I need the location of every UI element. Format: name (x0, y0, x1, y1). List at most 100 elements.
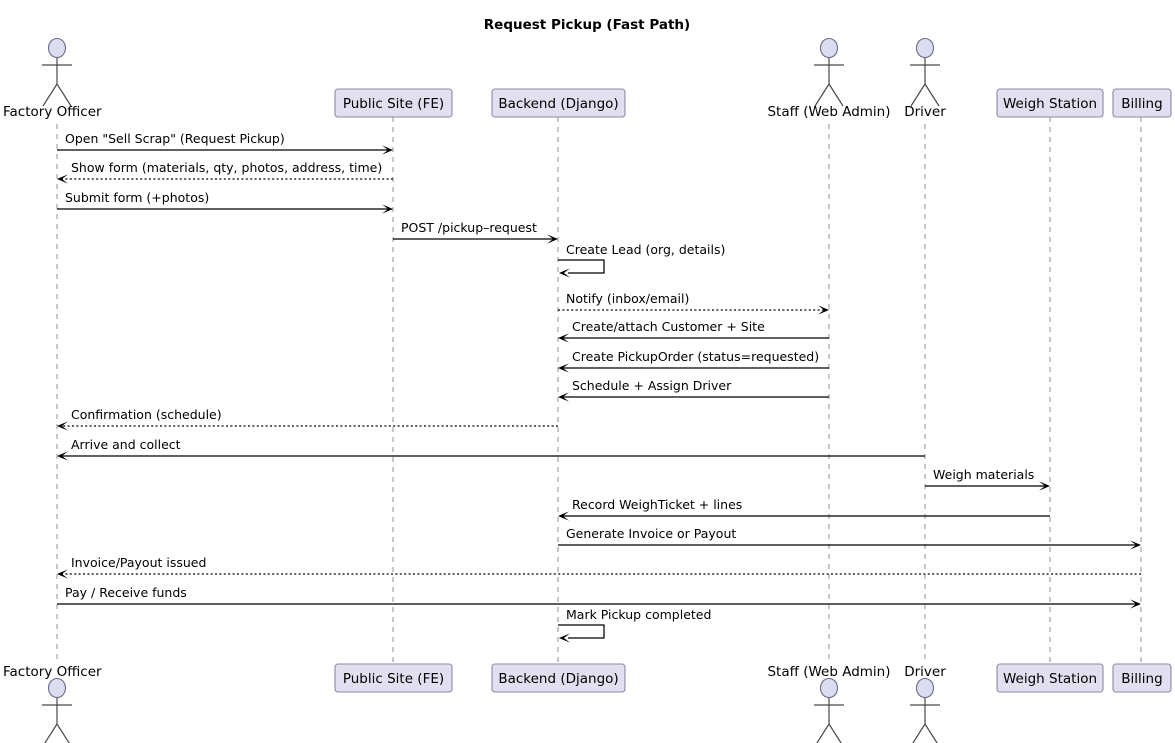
message-label: Show form (materials, qty, photos, addre… (71, 160, 382, 175)
diagram-title: Request Pickup (Fast Path) (484, 17, 690, 33)
arrowhead-icon (57, 451, 68, 461)
message-label: Weigh materials (933, 467, 1034, 482)
participant-label: Factory Officer (3, 104, 102, 120)
message-12[interactable]: Weigh materials (925, 467, 1050, 491)
arrowhead-icon (559, 633, 570, 643)
participant-box[interactable] (996, 663, 1104, 693)
participant-weigh-bottom[interactable]: Weigh Station (996, 663, 1104, 693)
message-11[interactable]: Arrive and collect (57, 437, 925, 461)
participant-label: Billing (1121, 671, 1162, 687)
message-label: Mark Pickup completed (566, 607, 711, 622)
message-label: Pay / Receive funds (65, 585, 187, 600)
message-label: Notify (inbox/email) (566, 291, 689, 306)
message-14[interactable]: Generate Invoice or Payout (558, 526, 1141, 550)
participant-driver-bottom[interactable]: Driver (904, 664, 946, 743)
participant-fe-bottom[interactable]: Public Site (FE) (334, 663, 453, 693)
participant-backend-bottom[interactable]: Backend (Django) (491, 663, 626, 693)
message-17[interactable]: Mark Pickup completed (558, 607, 711, 643)
arrowhead-icon (1130, 540, 1141, 550)
message-16[interactable]: Pay / Receive funds (57, 585, 1141, 609)
actor-leg-left (44, 723, 58, 743)
message-label: Create/attach Customer + Site (572, 319, 765, 334)
message-4[interactable]: POST /pickup–request (393, 220, 558, 244)
participant-label: Weigh Station (1003, 671, 1097, 687)
actor-leg-right (828, 83, 844, 107)
actor-leg-right (56, 723, 70, 743)
message-13[interactable]: Record WeighTicket + lines (558, 497, 1050, 521)
arrowhead-icon (558, 511, 569, 521)
message-1[interactable]: Open "Sell Scrap" (Request Pickup) (57, 131, 393, 155)
actor-leg-left (42, 83, 58, 107)
participant-driver-top[interactable]: Driver (904, 37, 946, 121)
actor-leg-left (910, 83, 926, 107)
actor-leg-left (814, 83, 830, 107)
arrowhead-icon (818, 305, 829, 315)
message-label: Create PickupOrder (status=requested) (572, 349, 819, 364)
actor-leg-left (912, 723, 926, 743)
message-10[interactable]: Confirmation (schedule) (57, 407, 558, 431)
message-15[interactable]: Invoice/Payout issued (57, 555, 1141, 579)
arrowhead-icon (382, 204, 393, 214)
participant-label: Staff (Web Admin) (767, 664, 890, 680)
actor-leg-right (56, 83, 72, 107)
message-8[interactable]: Create PickupOrder (status=requested) (558, 349, 829, 373)
participant-backend-top[interactable]: Backend (Django) (491, 88, 626, 118)
message-2[interactable]: Show form (materials, qty, photos, addre… (57, 160, 393, 184)
message-6[interactable]: Notify (inbox/email) (558, 291, 829, 315)
actor-leg-left (816, 723, 830, 743)
message-self-loop (558, 624, 605, 639)
participant-billing-top[interactable]: Billing (1112, 88, 1172, 118)
participant-box[interactable] (334, 663, 453, 693)
message-9[interactable]: Schedule + Assign Driver (558, 378, 829, 402)
arrowhead-icon (558, 363, 569, 373)
actor-leg-right (924, 83, 940, 107)
message-label: Create Lead (org, details) (566, 242, 725, 257)
participant-box[interactable] (334, 88, 453, 118)
actor-head-icon (47, 677, 67, 699)
participant-label: Public Site (FE) (343, 671, 444, 687)
participant-weigh-top[interactable]: Weigh Station (996, 88, 1104, 118)
participant-officer-top[interactable]: Factory Officer (3, 37, 102, 121)
participant-box[interactable] (1112, 88, 1172, 118)
arrowhead-icon (547, 234, 558, 244)
participant-label: Driver (904, 104, 946, 120)
arrowhead-icon (57, 174, 68, 184)
message-label: Invoice/Payout issued (71, 555, 206, 570)
message-5[interactable]: Create Lead (org, details) (558, 242, 725, 278)
participant-billing-bottom[interactable]: Billing (1112, 663, 1172, 693)
participant-label: Billing (1121, 96, 1162, 112)
participant-staff-top[interactable]: Staff (Web Admin) (767, 37, 891, 121)
participant-label: Backend (Django) (498, 671, 618, 687)
message-3[interactable]: Submit form (+photos) (57, 190, 393, 214)
participant-label: Staff (Web Admin) (767, 104, 890, 120)
participant-box[interactable] (491, 663, 626, 693)
arrowhead-icon (558, 392, 569, 402)
actor-head-icon (819, 37, 839, 59)
message-7[interactable]: Create/attach Customer + Site (558, 319, 829, 343)
message-self-loop (558, 259, 605, 274)
message-label: Schedule + Assign Driver (572, 378, 732, 393)
lifelines-layer (56, 117, 1142, 664)
arrowhead-icon (382, 145, 393, 155)
participant-label: Backend (Django) (498, 96, 618, 112)
participant-staff-bottom[interactable]: Staff (Web Admin) (767, 664, 891, 743)
participant-label: Public Site (FE) (343, 96, 444, 112)
actor-head-icon (915, 37, 935, 59)
participant-box[interactable] (1112, 663, 1172, 693)
message-label: Confirmation (schedule) (71, 407, 222, 422)
message-label: POST /pickup–request (401, 220, 537, 235)
message-label: Generate Invoice or Payout (566, 526, 736, 541)
actor-head-icon (915, 677, 935, 699)
participant-box[interactable] (491, 88, 626, 118)
participant-fe-top[interactable]: Public Site (FE) (334, 88, 453, 118)
participant-label: Weigh Station (1003, 96, 1097, 112)
arrowhead-icon (558, 333, 569, 343)
actor-leg-right (924, 723, 938, 743)
arrowhead-icon (57, 569, 68, 579)
participant-officer-bottom[interactable]: Factory Officer (3, 664, 102, 743)
participant-box[interactable] (996, 88, 1104, 118)
